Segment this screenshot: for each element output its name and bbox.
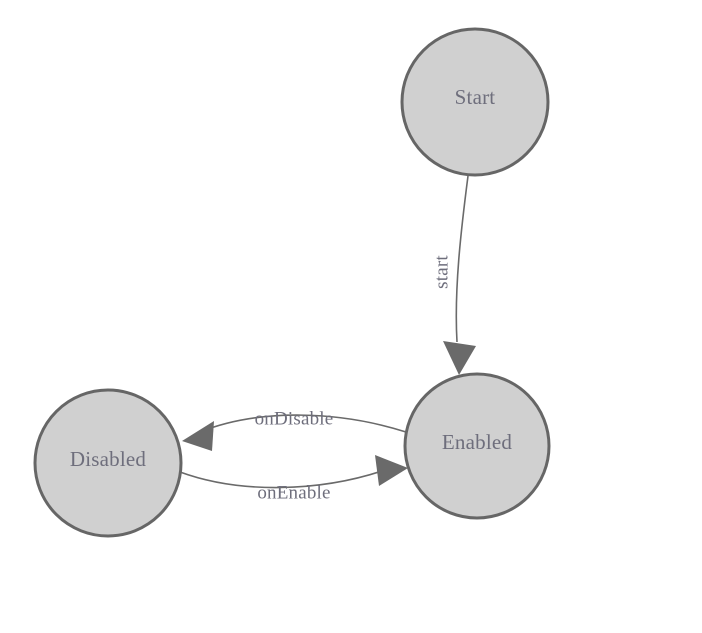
edge-start-to-enabled-label: start [431, 255, 452, 289]
node-disabled-label: Disabled [70, 447, 147, 471]
node-enabled-circle[interactable] [403, 372, 551, 520]
node-start[interactable]: Start [400, 27, 550, 177]
edge-disabled-to-enabled-arrowhead [375, 455, 408, 486]
edge-enabled-to-disabled-path [199, 414, 407, 433]
edge-enabled-to-disabled[interactable]: onDisable [182, 408, 407, 451]
node-enabled-label: Enabled [442, 430, 513, 454]
node-disabled-circle[interactable] [33, 388, 183, 538]
edge-disabled-to-enabled-path [179, 469, 386, 489]
node-enabled[interactable]: Enabled [403, 372, 551, 520]
edge-disabled-to-enabled-label: onEnable [257, 482, 330, 503]
node-start-circle[interactable] [400, 27, 550, 177]
edge-disabled-to-enabled[interactable]: onEnable [179, 455, 408, 503]
edge-start-to-enabled[interactable]: start [431, 175, 476, 375]
edge-enabled-to-disabled-arrowhead [182, 421, 214, 451]
node-start-label: Start [455, 85, 496, 109]
edge-start-to-enabled-path [455, 175, 469, 343]
edge-enabled-to-disabled-label: onDisable [255, 408, 334, 429]
edge-start-to-enabled-arrowhead [443, 341, 476, 375]
node-disabled[interactable]: Disabled [33, 388, 183, 538]
